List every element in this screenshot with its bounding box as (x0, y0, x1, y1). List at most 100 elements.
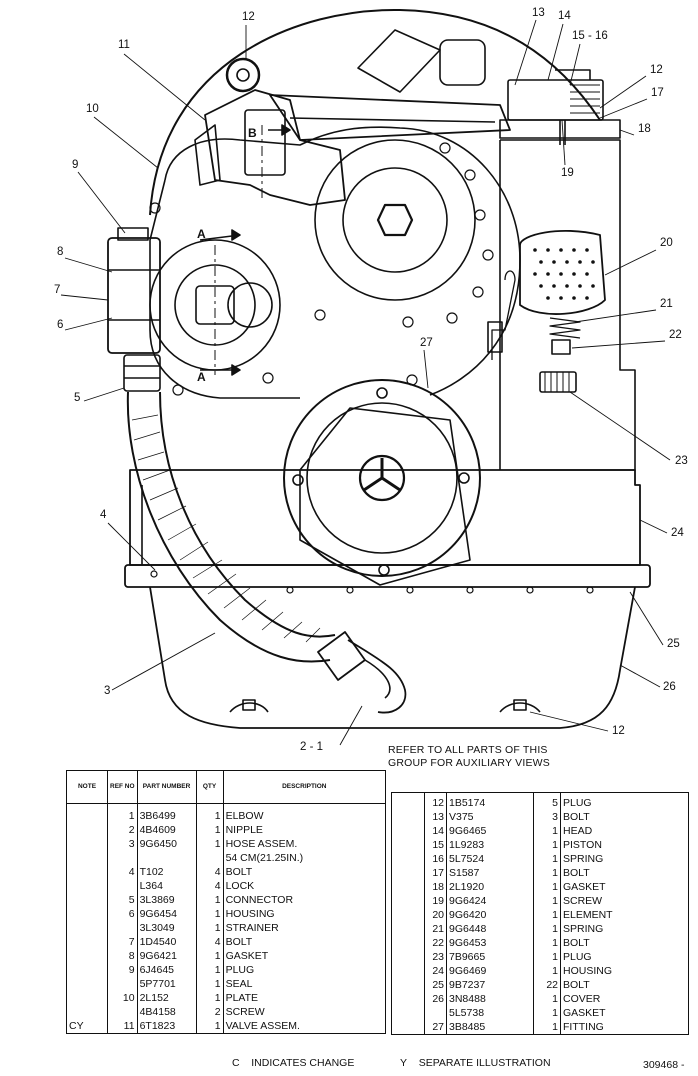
cell-part-number: 4B4609 (136, 823, 197, 837)
cell-ref-no: 5 (107, 893, 138, 907)
cell-note (66, 851, 108, 865)
callout-label: 15 - 16 (572, 30, 608, 42)
cell-description: PLUG (222, 963, 387, 977)
cell-ref-no (107, 879, 138, 893)
filter-element (519, 229, 606, 315)
filter-spring (549, 317, 581, 339)
cell-note (391, 894, 425, 908)
cell-ref-no (424, 1006, 447, 1020)
cell-description: SEAL (222, 977, 387, 991)
cell-qty (195, 851, 224, 865)
cell-part-number: 3B6499 (136, 803, 197, 823)
strainer-body (107, 237, 161, 354)
cell-ref-no (107, 1005, 138, 1019)
cell-part-number: 1D4540 (136, 935, 197, 949)
cell-note (66, 991, 108, 1005)
cell-qty: 1 (533, 908, 561, 922)
header-part-number: PART NUMBER (136, 770, 197, 804)
output-flange-circle (283, 379, 481, 577)
note-line-2: GROUP FOR AUXILIARY VIEWS (388, 757, 550, 769)
cell-description: BOLT (222, 935, 387, 949)
cell-part-number: S1587 (446, 866, 534, 880)
cell-qty: 1 (533, 866, 561, 880)
cell-description: SPRING (560, 922, 689, 936)
cell-qty: 1 (533, 992, 561, 1006)
cell-ref-no: 22 (424, 936, 447, 950)
main-housing-outline (149, 8, 601, 216)
callout-label: 5 (74, 392, 80, 404)
legend-change: C INDICATES CHANGE (232, 1057, 354, 1069)
cell-qty: 1 (533, 922, 561, 936)
cell-note (391, 950, 425, 964)
cell-qty: 1 (195, 921, 224, 935)
cell-note (66, 935, 108, 949)
oil-pan-outline (149, 586, 636, 729)
breather-plate (357, 29, 441, 93)
cell-qty: 1 (533, 824, 561, 838)
callout-label: 3 (104, 685, 110, 697)
cell-ref-no: 27 (424, 1020, 447, 1035)
hose-outer (126, 391, 331, 663)
cell-part-number: 9G6469 (446, 964, 534, 978)
cell-qty: 1 (533, 1006, 561, 1020)
cell-ref-no: 18 (424, 880, 447, 894)
cell-note (391, 1020, 425, 1035)
cell-description: STRAINER (222, 921, 387, 935)
callout-label: 9 (72, 159, 78, 171)
cell-qty: 1 (533, 964, 561, 978)
cell-description: VALVE ASSEM. (222, 1019, 387, 1034)
cell-part-number: 9G6421 (136, 949, 197, 963)
callout-label: 21 (660, 298, 673, 310)
cell-part-number: 9G6454 (136, 907, 197, 921)
cell-note (391, 908, 425, 922)
note-line-1: REFER TO ALL PARTS OF THIS (388, 744, 548, 756)
cell-note (391, 866, 425, 880)
cell-part-number: 5P7701 (136, 977, 197, 991)
cell-part-number: 2L1920 (446, 880, 534, 894)
cell-description: BOLT (560, 936, 689, 950)
cell-qty: 5 (533, 792, 561, 810)
cell-note (66, 921, 108, 935)
callout-label: 6 (57, 319, 63, 331)
cell-note (391, 992, 425, 1006)
cell-qty: 1 (533, 936, 561, 950)
drive-gear-circle (314, 139, 476, 301)
bracket-lever (269, 94, 511, 141)
cell-ref-no: 14 (424, 824, 447, 838)
cell-note (66, 879, 108, 893)
cell-description: GASKET (560, 880, 689, 894)
cell-note (66, 907, 108, 921)
cell-qty: 1 (533, 1020, 561, 1035)
cell-note (66, 865, 108, 879)
cell-description: ELEMENT (560, 908, 689, 922)
cell-ref-no: 20 (424, 908, 447, 922)
cell-ref-no: 24 (424, 964, 447, 978)
cell-qty: 22 (533, 978, 561, 992)
legend-change-text: INDICATES CHANGE (251, 1057, 355, 1069)
cell-ref-no: 6 (107, 907, 138, 921)
cell-description: SPRING (560, 852, 689, 866)
cell-ref-no: 9 (107, 963, 138, 977)
cell-description: FITTING (560, 1020, 689, 1035)
cell-description: HEAD (560, 824, 689, 838)
cell-description: BOLT (560, 866, 689, 880)
callout-label: 8 (57, 246, 63, 258)
